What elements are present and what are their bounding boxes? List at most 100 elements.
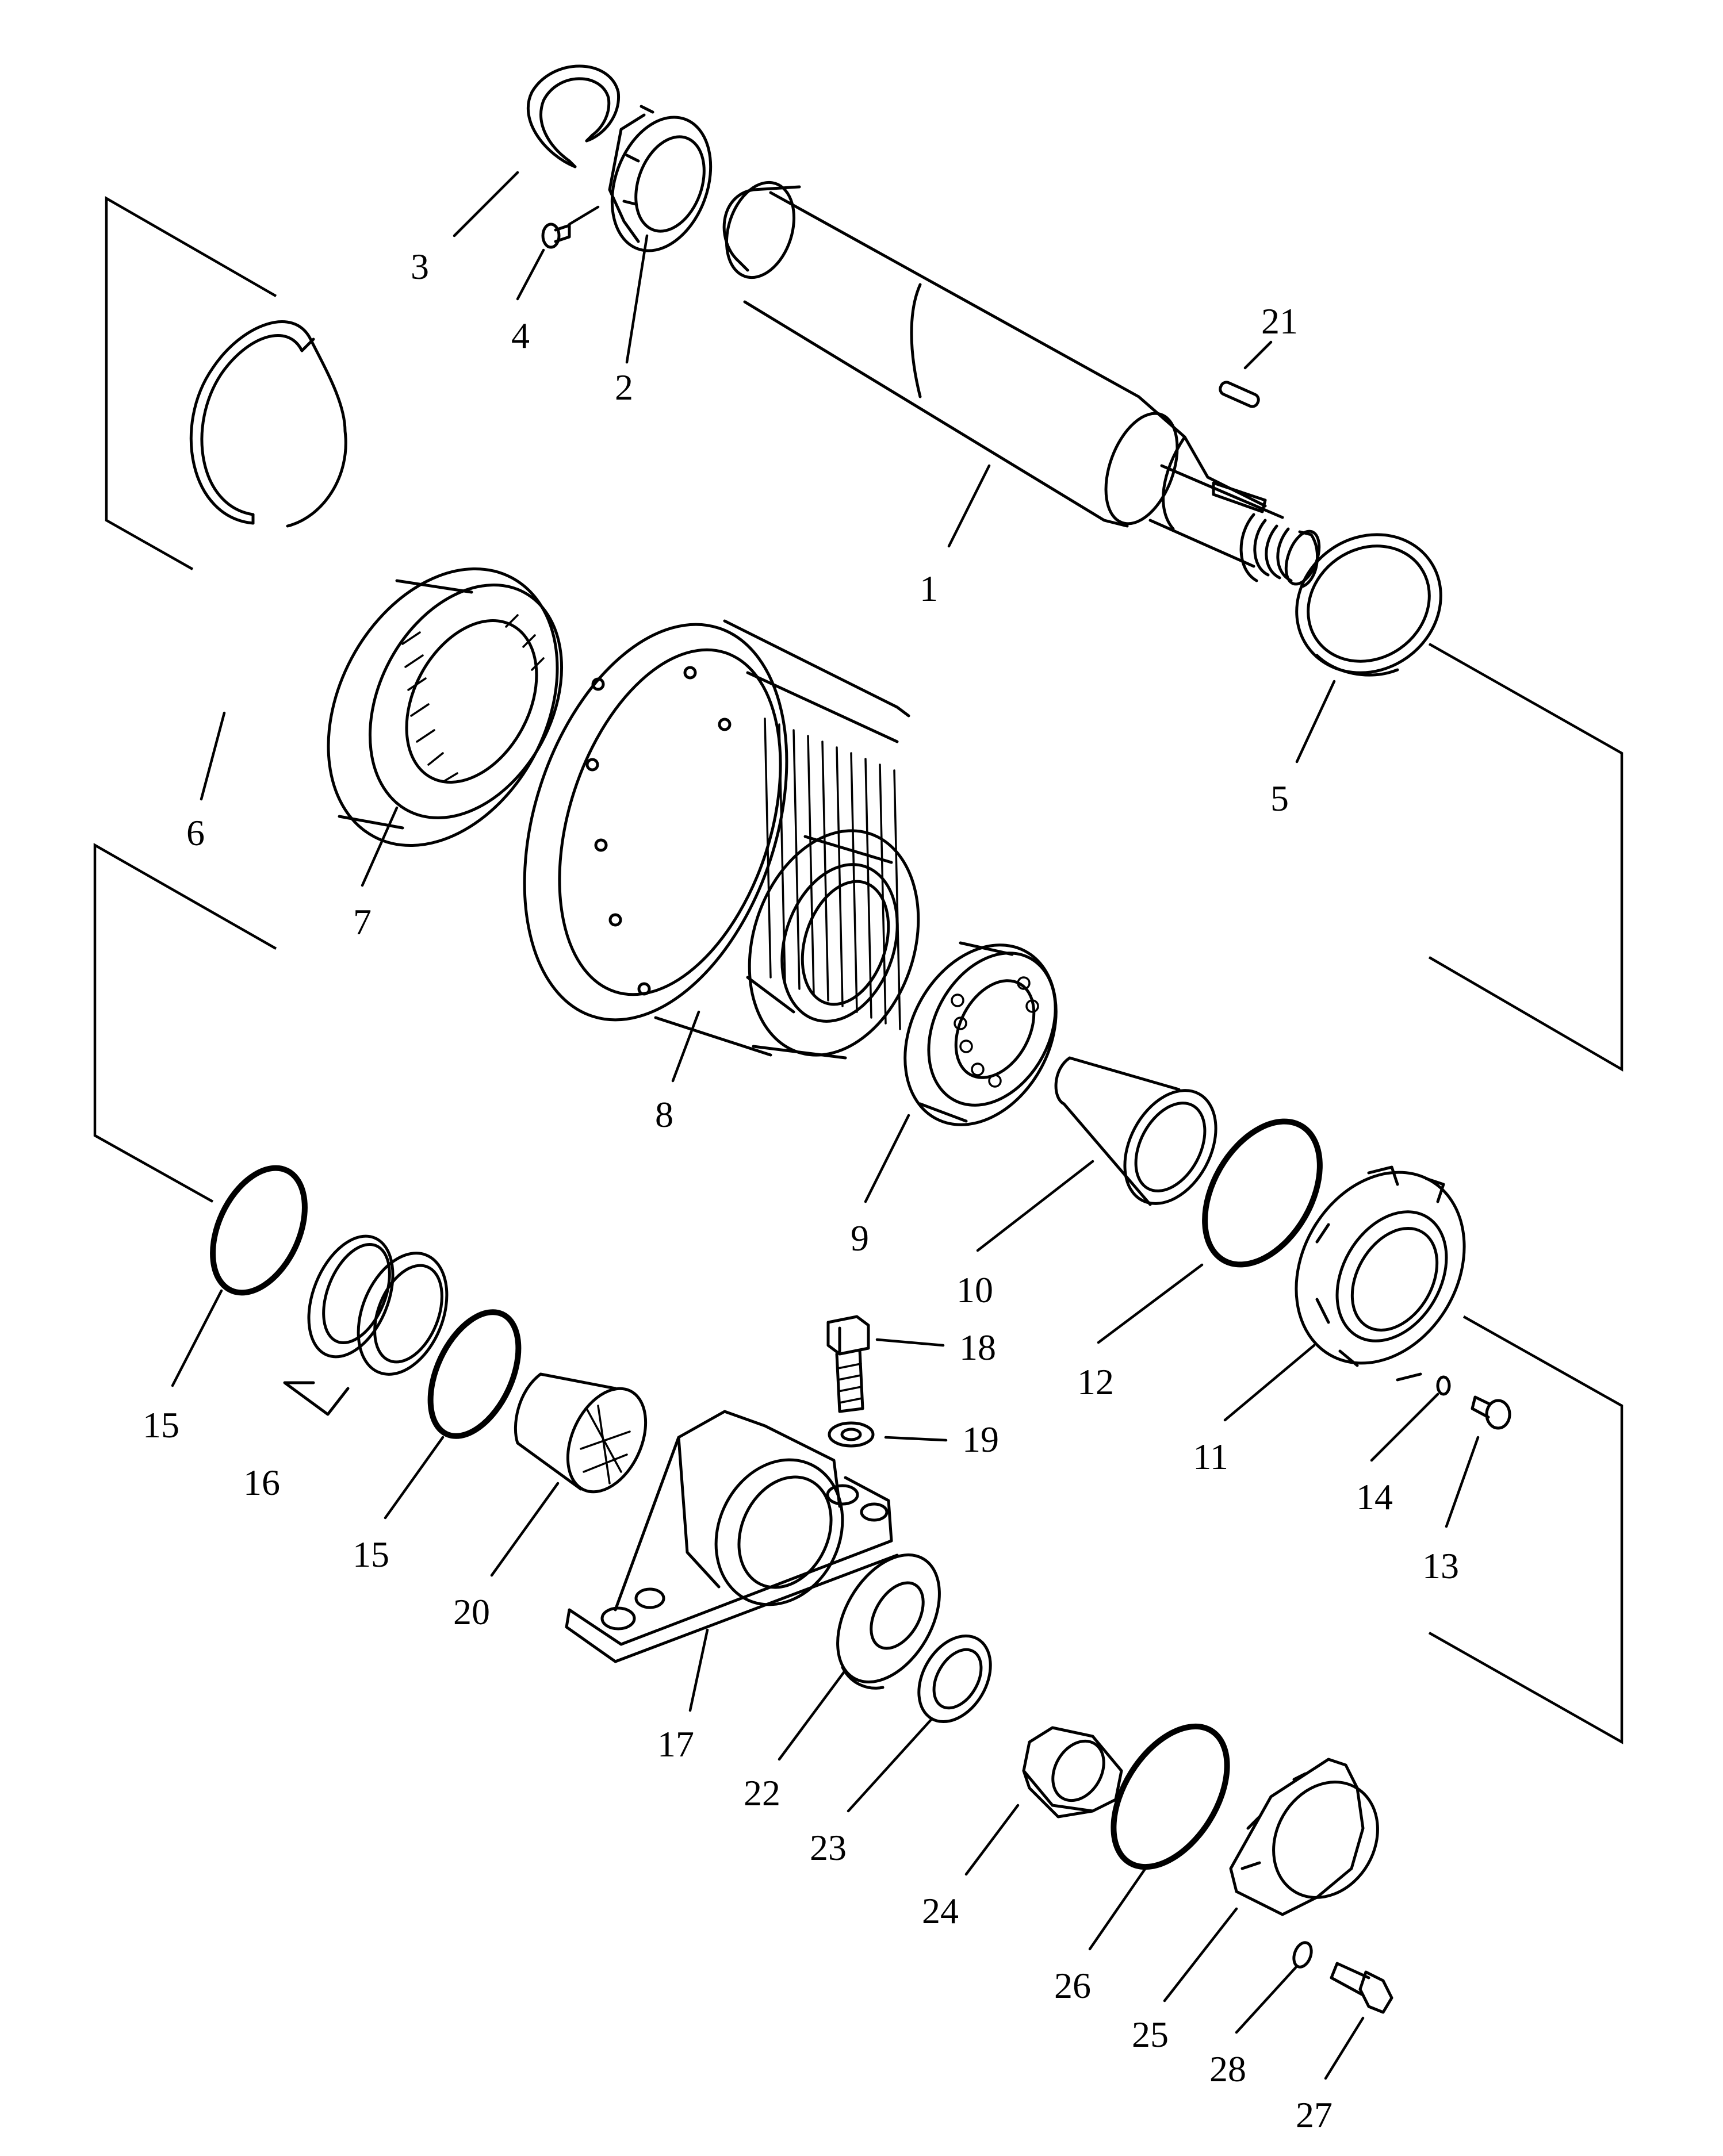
bolt-part-18 (826, 1315, 870, 1413)
bearing-9-balls (951, 976, 1039, 1088)
cover-dome (1272, 1781, 1379, 1899)
o-ring-part-15a (210, 1165, 308, 1296)
bushing-part-20 (514, 1372, 648, 1494)
bolt-27-head (1358, 1970, 1393, 2014)
o-ring-12 (1202, 1118, 1323, 1268)
shaft-collar (1104, 412, 1179, 525)
large-snap-ring-part-6 (189, 320, 347, 528)
bracket-lines (93, 196, 1624, 1744)
leader-23 (847, 1717, 933, 1813)
hub-rear-bore (780, 863, 899, 1023)
ball-bearing-part-9 (903, 941, 1058, 1126)
leader-21 (1243, 340, 1273, 370)
screw-part-13 (1471, 1395, 1511, 1430)
leader-19 (884, 1436, 948, 1442)
large-ring-outer (189, 320, 347, 528)
callout-11: 11 (1193, 1436, 1228, 1477)
leader-10 (976, 1160, 1094, 1252)
callout-27: 27 (1296, 2094, 1333, 2135)
bearing-9-inner (954, 979, 1036, 1079)
bracket-mid-left (93, 843, 277, 1203)
retainer-bore-2 (1350, 1227, 1439, 1332)
callout-15-left: 15 (143, 1405, 179, 1445)
bearing-7-outer-face-2 (368, 584, 564, 819)
callout-5: 5 (1270, 778, 1289, 819)
callout-12: 12 (1077, 1361, 1114, 1402)
roller-bearing-part-7 (327, 567, 564, 847)
bracket-bolt-hole-left (600, 1606, 636, 1631)
retainer-lugs (1315, 1165, 1445, 1382)
snap-ring-part-3 (527, 64, 621, 168)
washer-22-outer (836, 1553, 941, 1683)
snap-ring-ends (568, 133, 594, 168)
washer-part-19 (828, 1421, 875, 1448)
callout-7: 7 (353, 901, 372, 942)
washer-22-edge (841, 1666, 885, 1690)
leader-9 (864, 1114, 910, 1203)
hub-body-bottom (654, 976, 795, 1057)
leader-27 (1324, 2016, 1365, 2080)
spacer-edge (1315, 654, 1399, 677)
callout-6: 6 (186, 812, 205, 853)
sleeve-body (1054, 1056, 1181, 1206)
lock-washer-part-23 (917, 1634, 992, 1724)
callout-10: 10 (956, 1269, 993, 1310)
bolt-27-shank (1330, 1962, 1370, 1997)
leader-22 (778, 1668, 847, 1761)
seal-ring-a (307, 1234, 395, 1359)
hub-rear-face (748, 829, 920, 1057)
bearing-7-inner (405, 619, 538, 784)
bracket-right-upper (1428, 643, 1624, 1072)
sleeve-part-10 (1054, 1056, 1217, 1206)
leader-1 (947, 464, 991, 548)
shaft-spline-end (722, 185, 801, 272)
callout-numbers: 1 2 3 4 5 6 7 8 9 10 11 12 13 14 15 15 1… (143, 246, 1459, 2135)
snap-ring-outer (527, 64, 621, 168)
large-ring-inner (200, 334, 304, 516)
bushing-body (514, 1372, 617, 1491)
nut-24-side (1022, 1769, 1094, 1819)
seal-set-part-16 (283, 1234, 449, 1416)
callout-13: 13 (1422, 1545, 1459, 1586)
bracket-bolt-hole-left-2 (634, 1587, 665, 1609)
bracket-bore (714, 1458, 844, 1606)
callout-18: 18 (959, 1327, 996, 1368)
screw-4-shank (554, 224, 571, 243)
screw-part-4 (541, 222, 571, 249)
bearing-9-outer-2 (927, 952, 1057, 1107)
callout-28: 28 (1209, 2048, 1246, 2089)
callout-8: 8 (655, 1094, 673, 1135)
leader-28 (1235, 1965, 1299, 2034)
shaft-neck (1148, 464, 1284, 568)
large-ring-ends (251, 337, 315, 525)
bushing-cross-hatch (580, 1405, 631, 1484)
hub-flange-bolt-holes (585, 666, 732, 996)
lock-nut-part-2 (608, 105, 713, 252)
leader-lines (171, 171, 1480, 2080)
bearing-9-side (918, 941, 1014, 1123)
hub-rear-cylinder (752, 835, 893, 1060)
sleeve-front-inner (1134, 1102, 1207, 1192)
seal-ring-b-inner (373, 1264, 443, 1364)
bolt-part-27 (1330, 1962, 1393, 2014)
callout-26: 26 (1054, 1965, 1091, 2006)
leader-11 (1223, 1344, 1316, 1422)
washer-22-inner (870, 1581, 925, 1650)
bushing-front (566, 1387, 648, 1494)
o-ring-part-12 (1202, 1118, 1323, 1268)
callout-1: 1 (920, 568, 938, 609)
cover-outline (1229, 1758, 1365, 1916)
callout-20: 20 (453, 1591, 490, 1632)
callout-14: 14 (1356, 1476, 1393, 1517)
callout-2: 2 (615, 367, 633, 408)
leader-4 (516, 205, 600, 301)
washer-28 (1292, 1941, 1313, 1969)
leader-15b (384, 1436, 445, 1520)
shaft-step-line (910, 283, 922, 398)
leader-17 (688, 1628, 709, 1712)
leader-3 (453, 171, 519, 237)
leader-24 (964, 1804, 1020, 1876)
leader-25 (1163, 1907, 1238, 2002)
callout-16: 16 (243, 1462, 280, 1503)
